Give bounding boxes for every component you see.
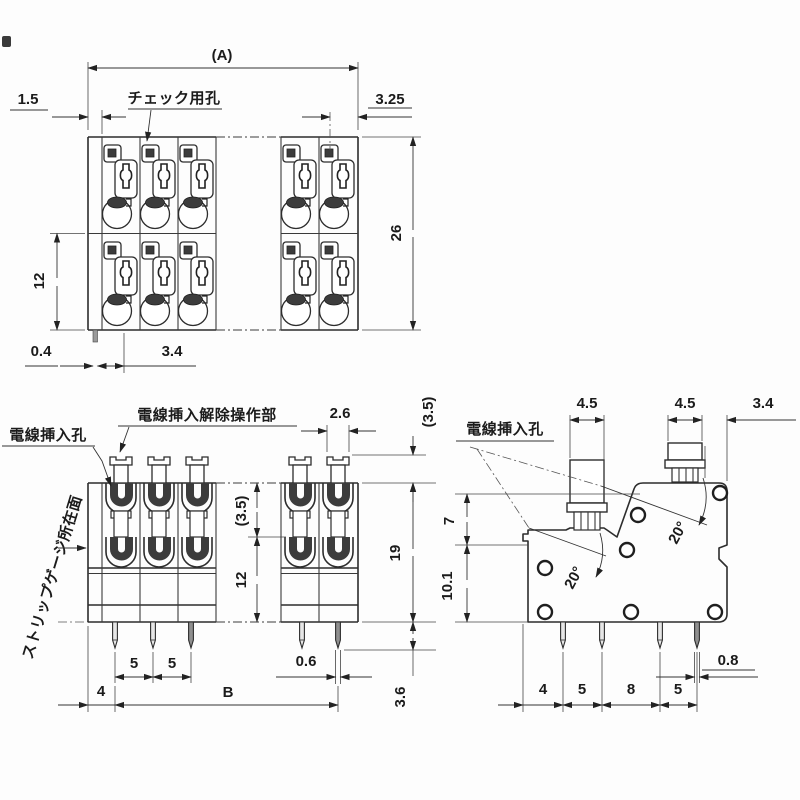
hole [629, 506, 647, 524]
check-hole-label: チェック用孔 [127, 90, 220, 107]
dim-button-width: 2.6 [301, 405, 376, 452]
dim-step-height: 7 [441, 493, 640, 546]
hole [706, 603, 724, 621]
dim-row-offset: (3.5) [233, 482, 286, 538]
wire-hole-callout-front: 電線挿入孔 [2, 426, 112, 487]
dim-label: 1.5 [18, 91, 39, 108]
dim-body-height: 19 [387, 482, 417, 623]
dim-label: 12 [31, 273, 48, 290]
angle-label: 20° [665, 519, 691, 547]
side-view: 電線挿入孔 20° 20° 4.5 [439, 395, 796, 712]
side-holes [536, 484, 729, 621]
dim-pin-length: 3.6 [344, 621, 436, 708]
dim-label: 5 [674, 681, 682, 698]
dim-edge-margin: 3.4 [704, 395, 796, 481]
dim-label: (3.5) [420, 397, 437, 428]
dim-label: 4.5 [675, 395, 696, 412]
dim-label: 3.4 [162, 343, 184, 360]
dim-button2-width: 4.5 [667, 395, 703, 441]
dim-lower-height: 12 [233, 536, 261, 623]
dim-label: 5 [578, 681, 586, 698]
wire-angle-lower: 20° [528, 527, 607, 592]
check-hole-callout: チェック用孔 [127, 90, 222, 142]
dim-label: 3.6 [392, 687, 409, 708]
dim-label: (3.5) [233, 496, 250, 527]
side-profile [522, 482, 728, 623]
angle-label: 20° [561, 564, 587, 592]
dim-label: 4 [97, 683, 106, 700]
dim-label: 0.8 [718, 652, 739, 669]
dim-label: 26 [388, 225, 405, 242]
dim-label: 10.1 [439, 571, 456, 600]
dim-span-front: 4 B [58, 626, 339, 712]
dim-pin-pitches-front: 5 5 [114, 652, 192, 683]
dim-label: 5 [130, 655, 138, 672]
dim-label: 12 [233, 572, 250, 589]
side-back-button [664, 442, 706, 483]
dim-label: 0.6 [296, 653, 317, 670]
dim-label: 19 [387, 545, 404, 562]
dim-pin-width-front: 0.6 [276, 650, 372, 684]
dim-label: (A) [212, 47, 233, 64]
gauge-slot [92, 329, 98, 343]
dim-label: 4 [539, 681, 548, 698]
dim-right-margin: 3.25 [302, 91, 412, 150]
wire-hole-label: 電線挿入孔 [466, 420, 544, 438]
side-front-button [566, 459, 608, 531]
strip-gauge-callout: ストリップゲージ所在面 [19, 493, 87, 661]
dim-pin-width-side: 0.8 [656, 652, 758, 683]
strip-gauge-label: ストリップゲージ所在面 [19, 493, 86, 661]
scan-artifact [2, 36, 11, 47]
dim-label: 5 [168, 655, 176, 672]
hole [536, 559, 554, 577]
dim-label: 7 [441, 517, 458, 525]
front-view: 電線挿入解除操作部 電線挿入孔 ストリップゲージ所在面 2.6 [2, 397, 437, 712]
release-label: 電線挿入解除操作部 [137, 406, 277, 424]
dim-overall-depth: 26 [362, 136, 421, 331]
dim-button-height: (3.5) [352, 397, 437, 502]
hole [711, 484, 729, 502]
dim-button1-width: 4.5 [569, 395, 605, 486]
dim-label: 4.5 [577, 395, 598, 412]
dim-lower-height-side: 10.1 [439, 544, 528, 623]
dim-gauge-slot: 0.4 3.4 [25, 333, 196, 373]
dim-label: 0.4 [31, 343, 53, 360]
dim-overall-width: (A) [87, 47, 359, 130]
top-view: (A) 1.5 3.25 チェック用孔 [10, 47, 421, 373]
dim-label: 8 [627, 681, 635, 698]
dim-row-depth: 12 [31, 232, 85, 331]
wire-hole-label: 電線挿入孔 [9, 426, 87, 444]
hole [622, 603, 640, 621]
dim-label: B [223, 684, 234, 701]
dim-label: 3.25 [375, 91, 404, 108]
dim-left-margin: 1.5 [10, 91, 126, 134]
dim-pin-pitches-side: 4 5 8 5 [498, 624, 698, 712]
wire-hole-callout-side: 電線挿入孔 [456, 420, 602, 529]
dim-label: 3.4 [753, 395, 775, 412]
release-callout: 電線挿入解除操作部 [118, 406, 297, 453]
dim-label: 2.6 [330, 405, 351, 422]
hole [618, 541, 636, 559]
hole [536, 603, 554, 621]
